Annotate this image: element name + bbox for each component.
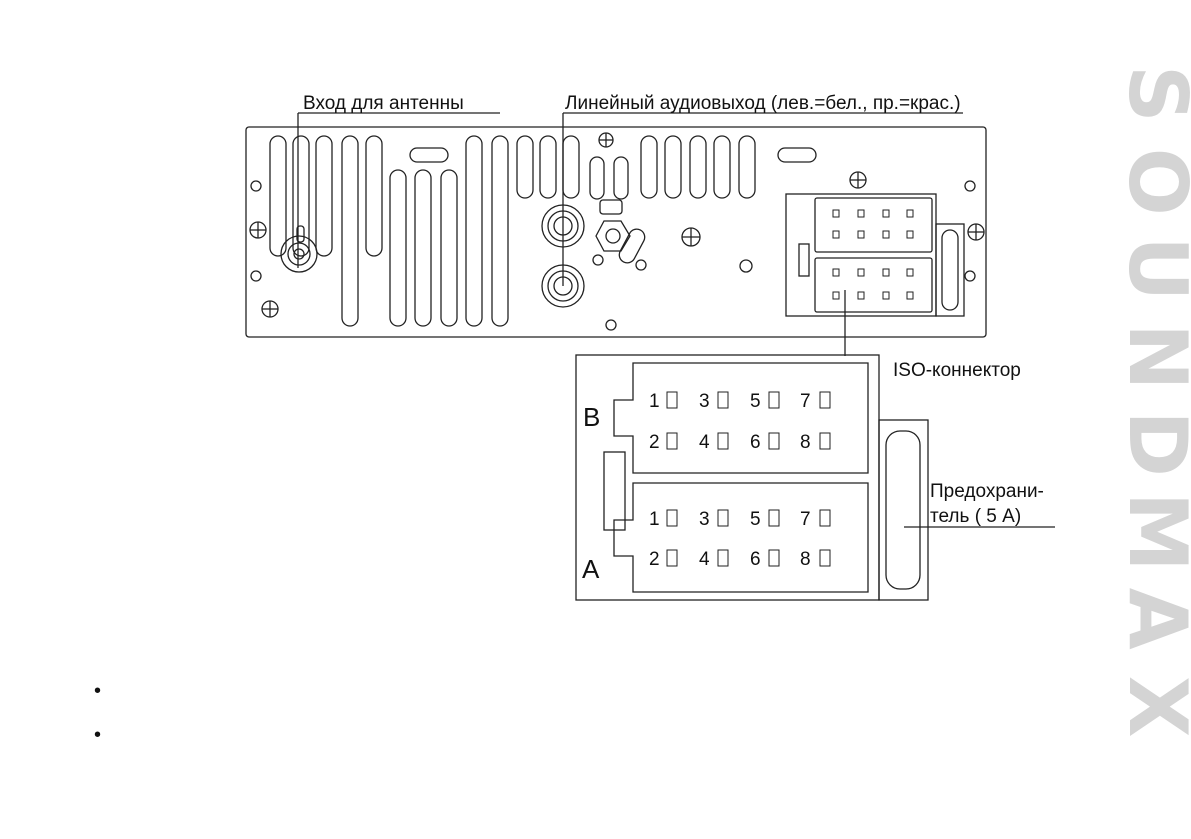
panel-pin bbox=[832, 268, 840, 277]
vent-slots-left bbox=[269, 135, 509, 327]
panel-pin bbox=[882, 209, 890, 218]
pin-number: 2 bbox=[649, 432, 660, 453]
panel-pin bbox=[857, 291, 865, 300]
pin-socket bbox=[717, 432, 729, 450]
pin-number: 6 bbox=[750, 432, 761, 453]
panel-pin bbox=[832, 209, 840, 218]
pin-socket bbox=[819, 391, 831, 409]
iso-connector-detail bbox=[575, 354, 929, 601]
brand-letter: O bbox=[1109, 136, 1191, 226]
pin-number: 5 bbox=[750, 509, 761, 530]
pin-number: 7 bbox=[800, 391, 811, 412]
fuse-label-line1: Предохрани- bbox=[930, 481, 1044, 502]
bullet-point: • bbox=[94, 680, 102, 702]
antenna-socket bbox=[280, 225, 318, 273]
bullet-point: • bbox=[94, 724, 102, 746]
panel-iso-connector bbox=[785, 193, 965, 317]
brand-letter: D bbox=[1109, 399, 1191, 489]
pin-number: 8 bbox=[800, 549, 811, 570]
pin-number: 4 bbox=[699, 432, 710, 453]
panel-pin bbox=[857, 209, 865, 218]
pin-number: 6 bbox=[750, 549, 761, 570]
pin-socket bbox=[717, 509, 729, 527]
block-a-letter: A bbox=[582, 554, 600, 584]
pin-socket bbox=[717, 549, 729, 567]
brand-watermark: S O U N D M A X bbox=[1108, 50, 1191, 750]
panel-pin bbox=[857, 268, 865, 277]
panel-pin bbox=[906, 230, 914, 239]
panel-pin bbox=[857, 230, 865, 239]
pin-socket bbox=[666, 432, 678, 450]
oval-slot-right bbox=[777, 147, 817, 163]
brand-letter: S bbox=[1109, 49, 1191, 139]
pin-socket bbox=[819, 509, 831, 527]
pin-number: 2 bbox=[649, 549, 660, 570]
panel-pin bbox=[906, 209, 914, 218]
brand-letter: M bbox=[1109, 486, 1191, 576]
rear-panel bbox=[245, 126, 987, 338]
brand-letter: U bbox=[1109, 224, 1191, 314]
panel-pin bbox=[832, 230, 840, 239]
pin-number: 7 bbox=[800, 509, 811, 530]
pin-number: 4 bbox=[699, 549, 710, 570]
pin-socket bbox=[666, 549, 678, 567]
pin-socket bbox=[819, 549, 831, 567]
pin-socket bbox=[768, 549, 780, 567]
pin-number: 3 bbox=[699, 509, 710, 530]
vent-slots-middle bbox=[516, 135, 756, 200]
antenna-input-label: Вход для антенны bbox=[303, 93, 464, 114]
panel-pin bbox=[832, 291, 840, 300]
block-b-letter: B bbox=[583, 402, 601, 432]
pin-number: 3 bbox=[699, 391, 710, 412]
pin-socket bbox=[768, 509, 780, 527]
brand-letter: X bbox=[1109, 661, 1191, 751]
pin-number: 5 bbox=[750, 391, 761, 412]
iso-connector-label: ISO-коннектор bbox=[893, 360, 1021, 381]
pin-socket bbox=[768, 391, 780, 409]
panel-pin bbox=[882, 268, 890, 277]
screws bbox=[249, 132, 985, 318]
panel-pin bbox=[906, 268, 914, 277]
pin-socket bbox=[819, 432, 831, 450]
panel-pin bbox=[882, 291, 890, 300]
oval-slot-left bbox=[409, 147, 449, 163]
pin-socket bbox=[666, 391, 678, 409]
ground-nut bbox=[595, 199, 646, 264]
brand-letter: N bbox=[1109, 311, 1191, 401]
pin-number: 1 bbox=[649, 509, 660, 530]
line-out-label: Линейный аудиовыход (лев.=бел., пр.=крас… bbox=[565, 93, 961, 114]
mounting-holes bbox=[250, 180, 976, 331]
pin-socket bbox=[768, 432, 780, 450]
panel-pin bbox=[882, 230, 890, 239]
pin-socket bbox=[717, 391, 729, 409]
brand-letter: A bbox=[1109, 574, 1191, 664]
pin-number: 8 bbox=[800, 432, 811, 453]
pin-number: 1 bbox=[649, 391, 660, 412]
pin-socket bbox=[666, 509, 678, 527]
fuse-label-line2: тель ( 5 А) bbox=[930, 506, 1022, 527]
rca-jacks bbox=[541, 204, 585, 308]
panel-pin bbox=[906, 291, 914, 300]
